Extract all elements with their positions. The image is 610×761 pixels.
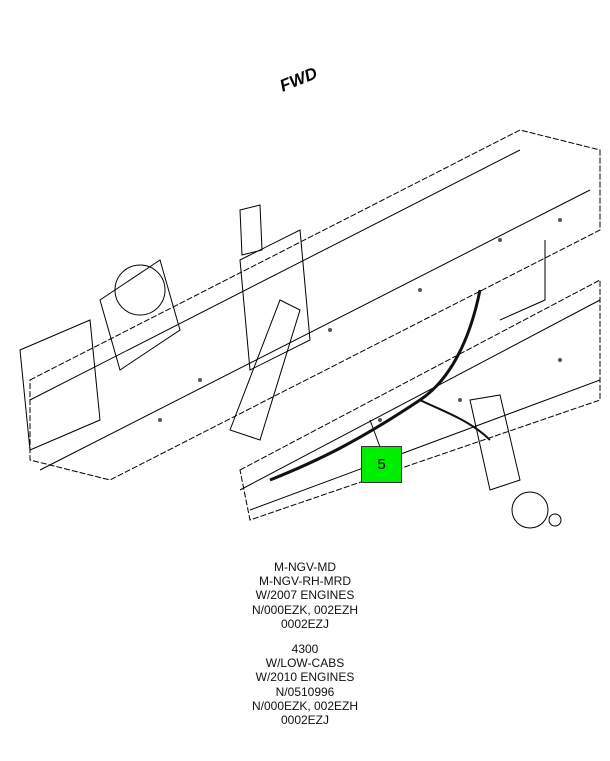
chassis-frame-illustration bbox=[19, 129, 601, 529]
note-line: W/2007 ENGINES bbox=[255, 588, 355, 603]
note-line: 4300 bbox=[291, 642, 319, 656]
note-line: N/000EZK, 002EZH bbox=[251, 602, 359, 617]
note-line: M-NGV-RH-MRD bbox=[259, 574, 351, 589]
note-line: 0002EZJ bbox=[280, 616, 330, 631]
note-line: N/000EZK, 002EZH bbox=[251, 698, 359, 713]
note-line: W/LOW-CABS bbox=[265, 656, 345, 671]
note-line: M-NGV-MD bbox=[274, 560, 336, 574]
note-line: W/2010 ENGINES bbox=[255, 670, 355, 685]
note-line: N/0510996 bbox=[275, 684, 335, 699]
callout-5[interactable]: 5 bbox=[361, 446, 402, 483]
callout-number: 5 bbox=[377, 456, 386, 473]
notes-group-1: M-NGV-MD M-NGV-RH-MRD W/2007 ENGINES N/0… bbox=[0, 560, 610, 631]
notes-group-2: 4300 W/LOW-CABS W/2010 ENGINES N/0510996… bbox=[0, 642, 610, 727]
note-line: 0002EZJ bbox=[280, 713, 330, 728]
